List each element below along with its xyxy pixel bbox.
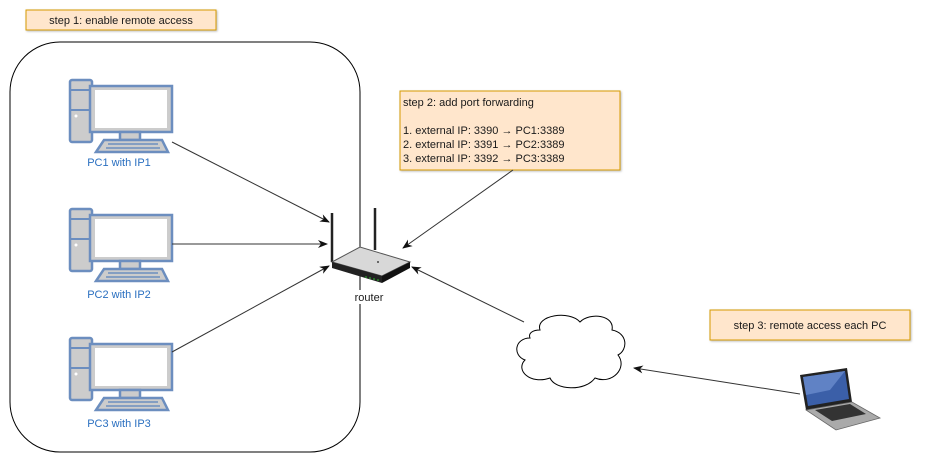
edge-laptop-cloud: [633, 365, 801, 395]
router[interactable]: router: [330, 208, 412, 304]
step3-text: step 3: remote access each PC: [734, 320, 887, 332]
step1-text: step 1: enable remote access: [49, 15, 193, 27]
pc2[interactable]: PC2 with IP2: [68, 207, 174, 301]
port-rule: 1. external IP: 3390 → PC1:3389: [403, 125, 564, 137]
pc3[interactable]: PC3 with IP3: [68, 336, 174, 430]
port-rule: 2. external IP: 3391 → PC2:3389: [403, 139, 564, 151]
connections: [171, 141, 801, 395]
router-label: router: [355, 292, 384, 304]
pc3-label: PC3 with IP3: [87, 418, 151, 430]
port-rule: 3. external IP: 3392 → PC3:3389: [403, 153, 564, 165]
laptop-icon[interactable]: [800, 368, 882, 431]
router-icon: [330, 208, 412, 283]
pc1[interactable]: PC1 with IP1: [68, 78, 174, 169]
cloud-icon[interactable]: [516, 314, 626, 389]
pc1-label: PC1 with IP1: [87, 157, 151, 169]
edge-note-router: [402, 169, 514, 249]
step2-note: step 2: add port forwarding 1. external …: [399, 90, 621, 171]
step2-title: step 2: add port forwarding: [403, 97, 534, 109]
desktop-pc-icon: [68, 78, 174, 154]
step3-note: step 3: remote access each PC: [709, 309, 911, 341]
pc2-label: PC2 with IP2: [87, 289, 151, 301]
local-network-group: [9, 41, 361, 453]
desktop-pc-icon: [68, 336, 174, 412]
step1-note: step 1: enable remote access: [25, 9, 217, 31]
edge-pc3-router: [171, 265, 330, 353]
desktop-pc-icon: [68, 207, 174, 283]
edge-pc1-router: [171, 141, 330, 223]
edge-cloud-router: [411, 266, 525, 323]
